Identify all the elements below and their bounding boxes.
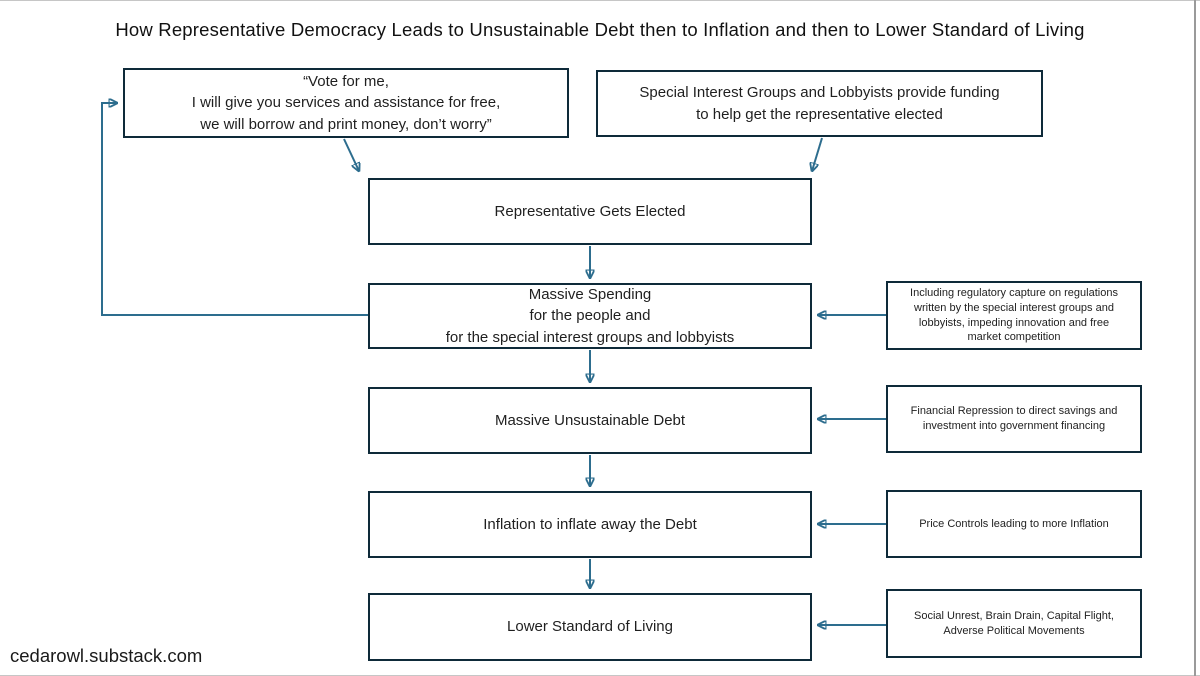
flow-box-inflation: Inflation to inflate away the Debt bbox=[368, 491, 812, 558]
source-url-text: cedarowl.substack.com bbox=[10, 645, 203, 666]
debt-text: Massive Unsustainable Debt bbox=[494, 411, 686, 429]
flow-box-special-interest: Special Interest Groups and Lobbyists pr… bbox=[596, 70, 1043, 137]
elected-text: Representative Gets Elected bbox=[494, 202, 686, 220]
price-controls-text: Price Controls leading to more Inflation bbox=[919, 517, 1109, 530]
flow-box-lower-standard: Lower Standard of Living bbox=[368, 593, 812, 661]
flow-box-vote-promise: “Vote for me, I will give you services a… bbox=[123, 68, 569, 138]
arrow-vote-to-elected bbox=[343, 138, 359, 171]
regulatory-capture-text: Including regulatory capture on regulati… bbox=[910, 286, 1118, 344]
flow-box-elected: Representative Gets Elected bbox=[368, 178, 812, 245]
massive-spending-text: Massive Spending for the people and for … bbox=[445, 286, 735, 346]
side-box-financial-repression: Financial Repression to direct savings a… bbox=[886, 385, 1142, 453]
flow-box-massive-spending: Massive Spending for the people and for … bbox=[368, 283, 812, 349]
arrow-special-to-elected bbox=[812, 137, 823, 171]
social-unrest-text: Social Unrest, Brain Drain, Capital Flig… bbox=[914, 609, 1114, 637]
flow-box-unsustainable-debt: Massive Unsustainable Debt bbox=[368, 387, 812, 454]
side-box-price-controls: Price Controls leading to more Inflation bbox=[886, 490, 1142, 558]
lower-standard-text: Lower Standard of Living bbox=[507, 618, 673, 636]
arrow-feedback-spending-to-vote bbox=[101, 103, 368, 316]
page-title: How Representative Democracy Leads to Un… bbox=[115, 19, 1085, 40]
side-box-social-unrest: Social Unrest, Brain Drain, Capital Flig… bbox=[886, 589, 1142, 658]
slide-frame-top bbox=[0, 0, 1200, 1]
vote-promise-text: “Vote for me, I will give you services a… bbox=[191, 73, 501, 133]
slide-frame-right bbox=[1194, 0, 1196, 676]
financial-repression-text: Financial Repression to direct savings a… bbox=[910, 405, 1118, 432]
inflation-text: Inflation to inflate away the Debt bbox=[483, 515, 697, 533]
special-interest-text: Special Interest Groups and Lobbyists pr… bbox=[639, 84, 1000, 123]
side-box-regulatory-capture: Including regulatory capture on regulati… bbox=[886, 281, 1142, 350]
